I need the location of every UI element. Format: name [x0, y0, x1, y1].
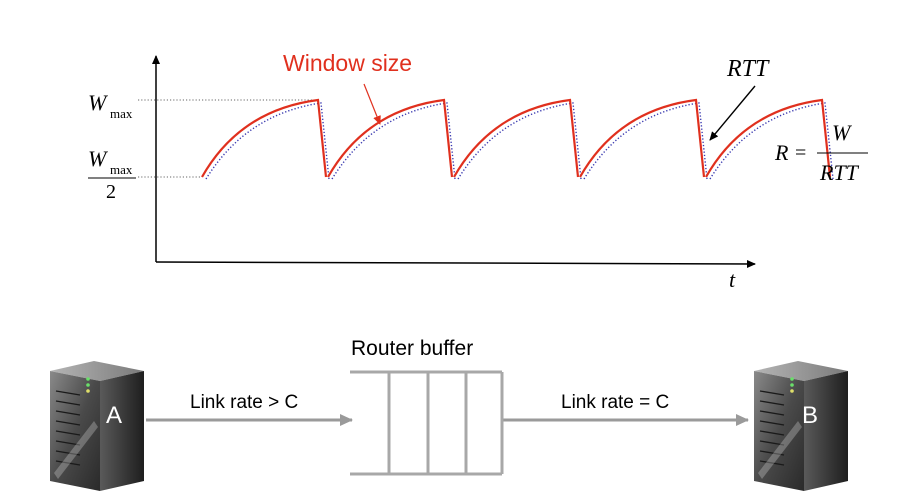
router-buffer: [350, 370, 504, 476]
y-tick-wmax: W: [88, 90, 108, 115]
window-cycle-4: [579, 98, 706, 178]
host-b-label: B: [802, 402, 818, 429]
window-cycle-3: [453, 98, 580, 178]
host-a-label: A: [106, 402, 122, 429]
rtt-cycle-3: [457, 102, 582, 180]
rtt-cycle-5: [709, 102, 834, 180]
rtt-cycle-1: [205, 102, 330, 180]
network-diagram: Link rate > C Link rate = C Router buffe…: [50, 337, 848, 491]
rtt-cycle-2: [331, 102, 456, 180]
router-buffer-label: Router buffer: [351, 337, 473, 360]
rate-formula: R = W RTT: [774, 120, 868, 185]
rtt-curve-group: [205, 102, 834, 180]
rtt-pointer-arrow: [709, 85, 756, 141]
window-plot: W max W max 2 Window size RTT t R = W RT…: [88, 50, 868, 292]
x-axis-label: t: [729, 267, 736, 292]
rtt-label: RTT: [726, 56, 770, 82]
window-curve-group: [201, 98, 832, 178]
rtt-cycle-4: [583, 102, 708, 180]
plot-title: Window size: [283, 50, 412, 76]
formula-equals: =: [795, 142, 806, 164]
buffer-slot-group: [387, 372, 504, 474]
window-cycle-1: [201, 98, 328, 178]
formula-denominator: RTT: [819, 160, 860, 185]
title-pointer-arrow: [363, 83, 381, 125]
server-a-icon: A: [50, 361, 144, 491]
window-cycle-2: [327, 98, 454, 178]
formula-lhs: R: [774, 140, 789, 165]
y-tick-half-wmax-subscript: max: [110, 162, 133, 177]
left-link-label: Link rate > C: [190, 392, 298, 413]
server-b-icon: B: [754, 361, 848, 491]
y-tick-half-wmax: W: [88, 146, 108, 171]
y-tick-wmax-subscript: max: [110, 106, 133, 121]
right-link-label: Link rate = C: [561, 392, 669, 413]
y-tick-half-denominator: 2: [106, 181, 116, 203]
x-axis: [155, 259, 756, 268]
window-cycle-5: [705, 98, 832, 178]
formula-numerator: W: [832, 120, 852, 145]
